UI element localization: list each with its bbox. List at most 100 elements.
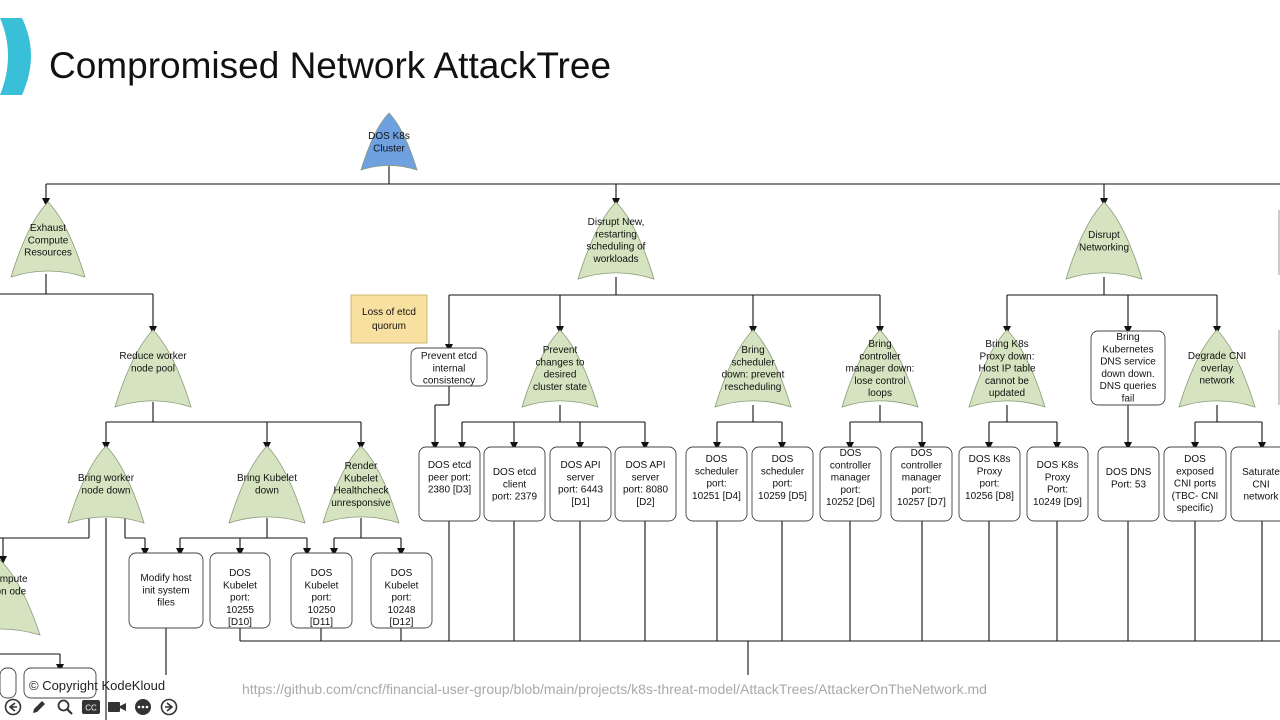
gate-prevent-changes-shape	[521, 329, 599, 408]
root-gate-shape	[360, 112, 418, 171]
source-url[interactable]: https://github.com/cncf/financial-user-g…	[242, 681, 987, 697]
gate-disrupt-networking-shape	[1065, 201, 1143, 280]
camera-icon[interactable]	[107, 697, 127, 717]
note-etcd-quorum-shape	[350, 294, 428, 344]
leaf-kubelet-10250-shape	[290, 552, 353, 629]
logo-shape	[0, 18, 31, 95]
gate-exhaust-node-label: haust mputerces on ode	[0, 574, 28, 597]
player-controls: CC	[0, 696, 179, 718]
leaf-kubelet-10255-shape	[209, 552, 271, 629]
leaf-partial-left-shape	[0, 667, 17, 699]
gate-exhaust-node: haust mputerces on ode	[0, 559, 41, 636]
gate-exhaust-node-shape	[0, 559, 41, 636]
kodekloud-logo	[0, 18, 31, 95]
pen-icon[interactable]	[29, 697, 49, 717]
gate-bring-scheduler-down-shape	[714, 329, 792, 408]
gate-exhaust-compute-shape	[10, 201, 86, 278]
leaf-prevent-etcd-shape	[410, 347, 488, 387]
zoom-icon[interactable]	[55, 697, 75, 717]
leaf-sched-10251-shape	[685, 446, 748, 522]
leaf-ctrl-10257-shape	[890, 446, 953, 522]
gate-reduce-worker-pool-shape	[114, 329, 192, 408]
gate-render-kubelet-shape	[322, 445, 400, 524]
leaf-bring-dns-down-shape	[1090, 330, 1166, 406]
tree-edges	[0, 166, 1280, 720]
leaf-dns-53-shape	[1097, 446, 1160, 522]
gate-degrade-cni-shape	[1178, 329, 1256, 408]
back-icon[interactable]	[3, 697, 23, 717]
gate-bring-kubelet-down-shape	[228, 445, 306, 524]
leaf-modify-host-shape	[128, 552, 204, 629]
leaf-partial-mid	[23, 667, 97, 699]
leaf-proxy-10249-shape	[1026, 446, 1089, 522]
leaf-etcd-client-shape	[483, 446, 546, 522]
captions-icon[interactable]: CC	[81, 697, 101, 717]
leaf-api-6443-shape	[549, 446, 612, 522]
leaf-cni-saturate-shape	[1230, 446, 1280, 522]
forward-icon[interactable]	[159, 697, 179, 717]
leaf-cni-ports-shape	[1163, 446, 1227, 522]
leaf-partial-left	[0, 667, 17, 699]
svg-text:CC: CC	[85, 704, 97, 713]
slide-title: Compromised Network AttackTree	[49, 45, 612, 86]
more-icon[interactable]	[133, 697, 153, 717]
leaf-kubelet-10248-shape	[370, 552, 433, 629]
